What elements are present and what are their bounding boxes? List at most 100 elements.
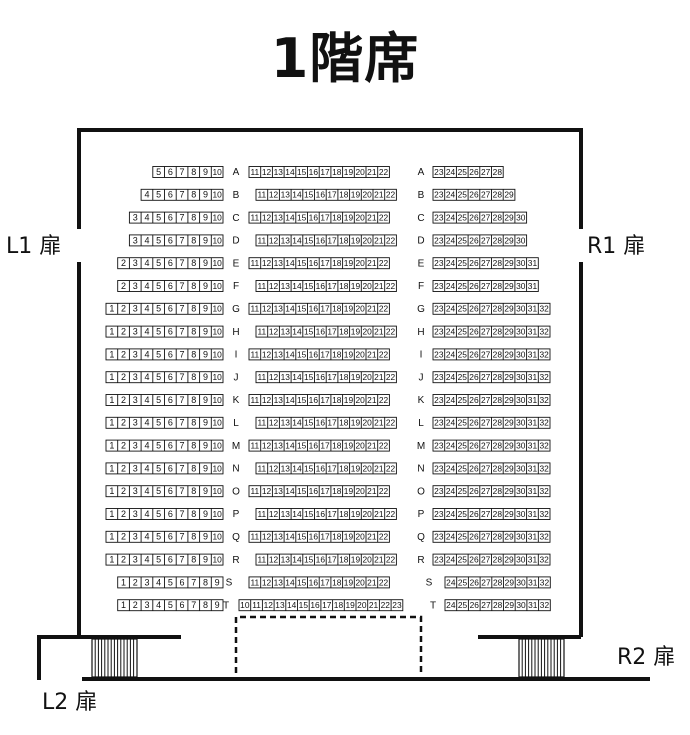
seat-number[interactable]: 17 [327,281,337,291]
seat-number[interactable]: 3 [133,486,138,496]
seat-number[interactable]: 27 [481,600,491,610]
seat-number[interactable]: 17 [322,600,332,610]
seat-number[interactable]: 8 [191,281,196,291]
seat-number[interactable]: 24 [446,509,456,519]
seat-number[interactable]: 13 [275,600,285,610]
seat-number[interactable]: 25 [458,213,468,223]
seat-number[interactable]: 28 [493,532,503,542]
seat-number[interactable]: 7 [180,486,185,496]
seat-number[interactable]: 14 [292,509,302,519]
seat-number[interactable]: 18 [334,600,344,610]
seat-number[interactable]: 5 [156,509,161,519]
seat-number[interactable]: 5 [156,441,161,451]
seat-number[interactable]: 25 [458,304,468,314]
seat-number[interactable]: 28 [493,395,503,405]
seat-number[interactable]: 16 [309,577,319,587]
seat-number[interactable]: 28 [493,600,503,610]
seat-number[interactable]: 20 [362,463,372,473]
seat-number[interactable]: 30 [516,600,526,610]
seat-number[interactable]: 14 [285,349,295,359]
seat-number[interactable]: 2 [121,304,126,314]
seat-number[interactable]: 23 [434,281,444,291]
seat-number[interactable]: 24 [446,418,456,428]
seat-number[interactable]: 29 [504,532,514,542]
seat-number[interactable]: 15 [297,395,307,405]
seat-number[interactable]: 4 [144,304,149,314]
seat-number[interactable]: 26 [469,441,479,451]
seat-number[interactable]: 1 [109,509,114,519]
seat-number[interactable]: 3 [133,463,138,473]
seat-number[interactable]: 22 [379,349,389,359]
seat-number[interactable]: 24 [446,463,456,473]
seat-number[interactable]: 7 [180,213,185,223]
seat-number[interactable]: 32 [539,441,549,451]
seat-number[interactable]: 10 [212,167,222,177]
seat-number[interactable]: 13 [274,304,284,314]
seat-number[interactable]: 15 [304,555,314,565]
seat-number[interactable]: 9 [203,167,208,177]
seat-number[interactable]: 23 [434,213,444,223]
seat-number[interactable]: 12 [264,600,274,610]
seat-number[interactable]: 3 [133,235,138,245]
seat-number[interactable]: 15 [297,532,307,542]
seat-number[interactable]: 2 [121,327,126,337]
seat-number[interactable]: 5 [156,281,161,291]
seat-number[interactable]: 20 [355,395,365,405]
seat-number[interactable]: 27 [481,372,491,382]
seat-number[interactable]: 19 [351,372,361,382]
seat-number[interactable]: 5 [156,167,161,177]
seat-number[interactable]: 14 [292,463,302,473]
seat-number[interactable]: 31 [528,372,538,382]
seat-number[interactable]: 31 [528,441,538,451]
seat-number[interactable]: 6 [168,281,173,291]
seat-number[interactable]: 4 [144,281,149,291]
seat-number[interactable]: 31 [528,600,538,610]
seat-number[interactable]: 6 [168,395,173,405]
seat-number[interactable]: 23 [434,395,444,405]
seat-number[interactable]: 21 [374,555,384,565]
seat-number[interactable]: 21 [367,349,377,359]
seat-number[interactable]: 12 [262,349,272,359]
seat-number[interactable]: 26 [469,258,479,268]
seat-number[interactable]: 31 [528,532,538,542]
seat-number[interactable]: 9 [203,327,208,337]
seat-number[interactable]: 6 [180,577,185,587]
seat-number[interactable]: 16 [309,532,319,542]
seat-number[interactable]: 3 [133,532,138,542]
seat-number[interactable]: 18 [339,281,349,291]
seat-number[interactable]: 5 [156,395,161,405]
seat-number[interactable]: 30 [516,509,526,519]
seat-number[interactable]: 17 [320,486,330,496]
seat-number[interactable]: 12 [269,281,279,291]
seat-number[interactable]: 28 [493,167,503,177]
seat-number[interactable]: 24 [446,213,456,223]
seat-number[interactable]: 18 [339,372,349,382]
seat-number[interactable]: 29 [504,235,514,245]
seat-number[interactable]: 20 [355,213,365,223]
seat-number[interactable]: 19 [344,577,354,587]
seat-number[interactable]: 29 [504,463,514,473]
seat-number[interactable]: 9 [203,509,208,519]
seat-number[interactable]: 19 [344,213,354,223]
seat-number[interactable]: 17 [327,418,337,428]
seat-number[interactable]: 5 [156,555,161,565]
seat-number[interactable]: 26 [469,235,479,245]
seat-number[interactable]: 6 [168,418,173,428]
seat-number[interactable]: 16 [316,190,326,200]
seat-number[interactable]: 25 [458,509,468,519]
seat-number[interactable]: 32 [540,577,550,587]
seat-number[interactable]: 30 [516,327,526,337]
seat-number[interactable]: 24 [446,327,456,337]
seat-number[interactable]: 8 [191,372,196,382]
seat-number[interactable]: 17 [320,532,330,542]
seat-number[interactable]: 4 [144,395,149,405]
seat-number[interactable]: 7 [180,235,185,245]
seat-number[interactable]: 24 [446,555,456,565]
seat-number[interactable]: 15 [297,577,307,587]
seat-number[interactable]: 17 [327,555,337,565]
seat-number[interactable]: 4 [144,555,149,565]
seat-number[interactable]: 21 [374,372,384,382]
seat-number[interactable]: 15 [304,235,314,245]
seat-number[interactable]: 3 [133,418,138,428]
seat-number[interactable]: 25 [458,463,468,473]
